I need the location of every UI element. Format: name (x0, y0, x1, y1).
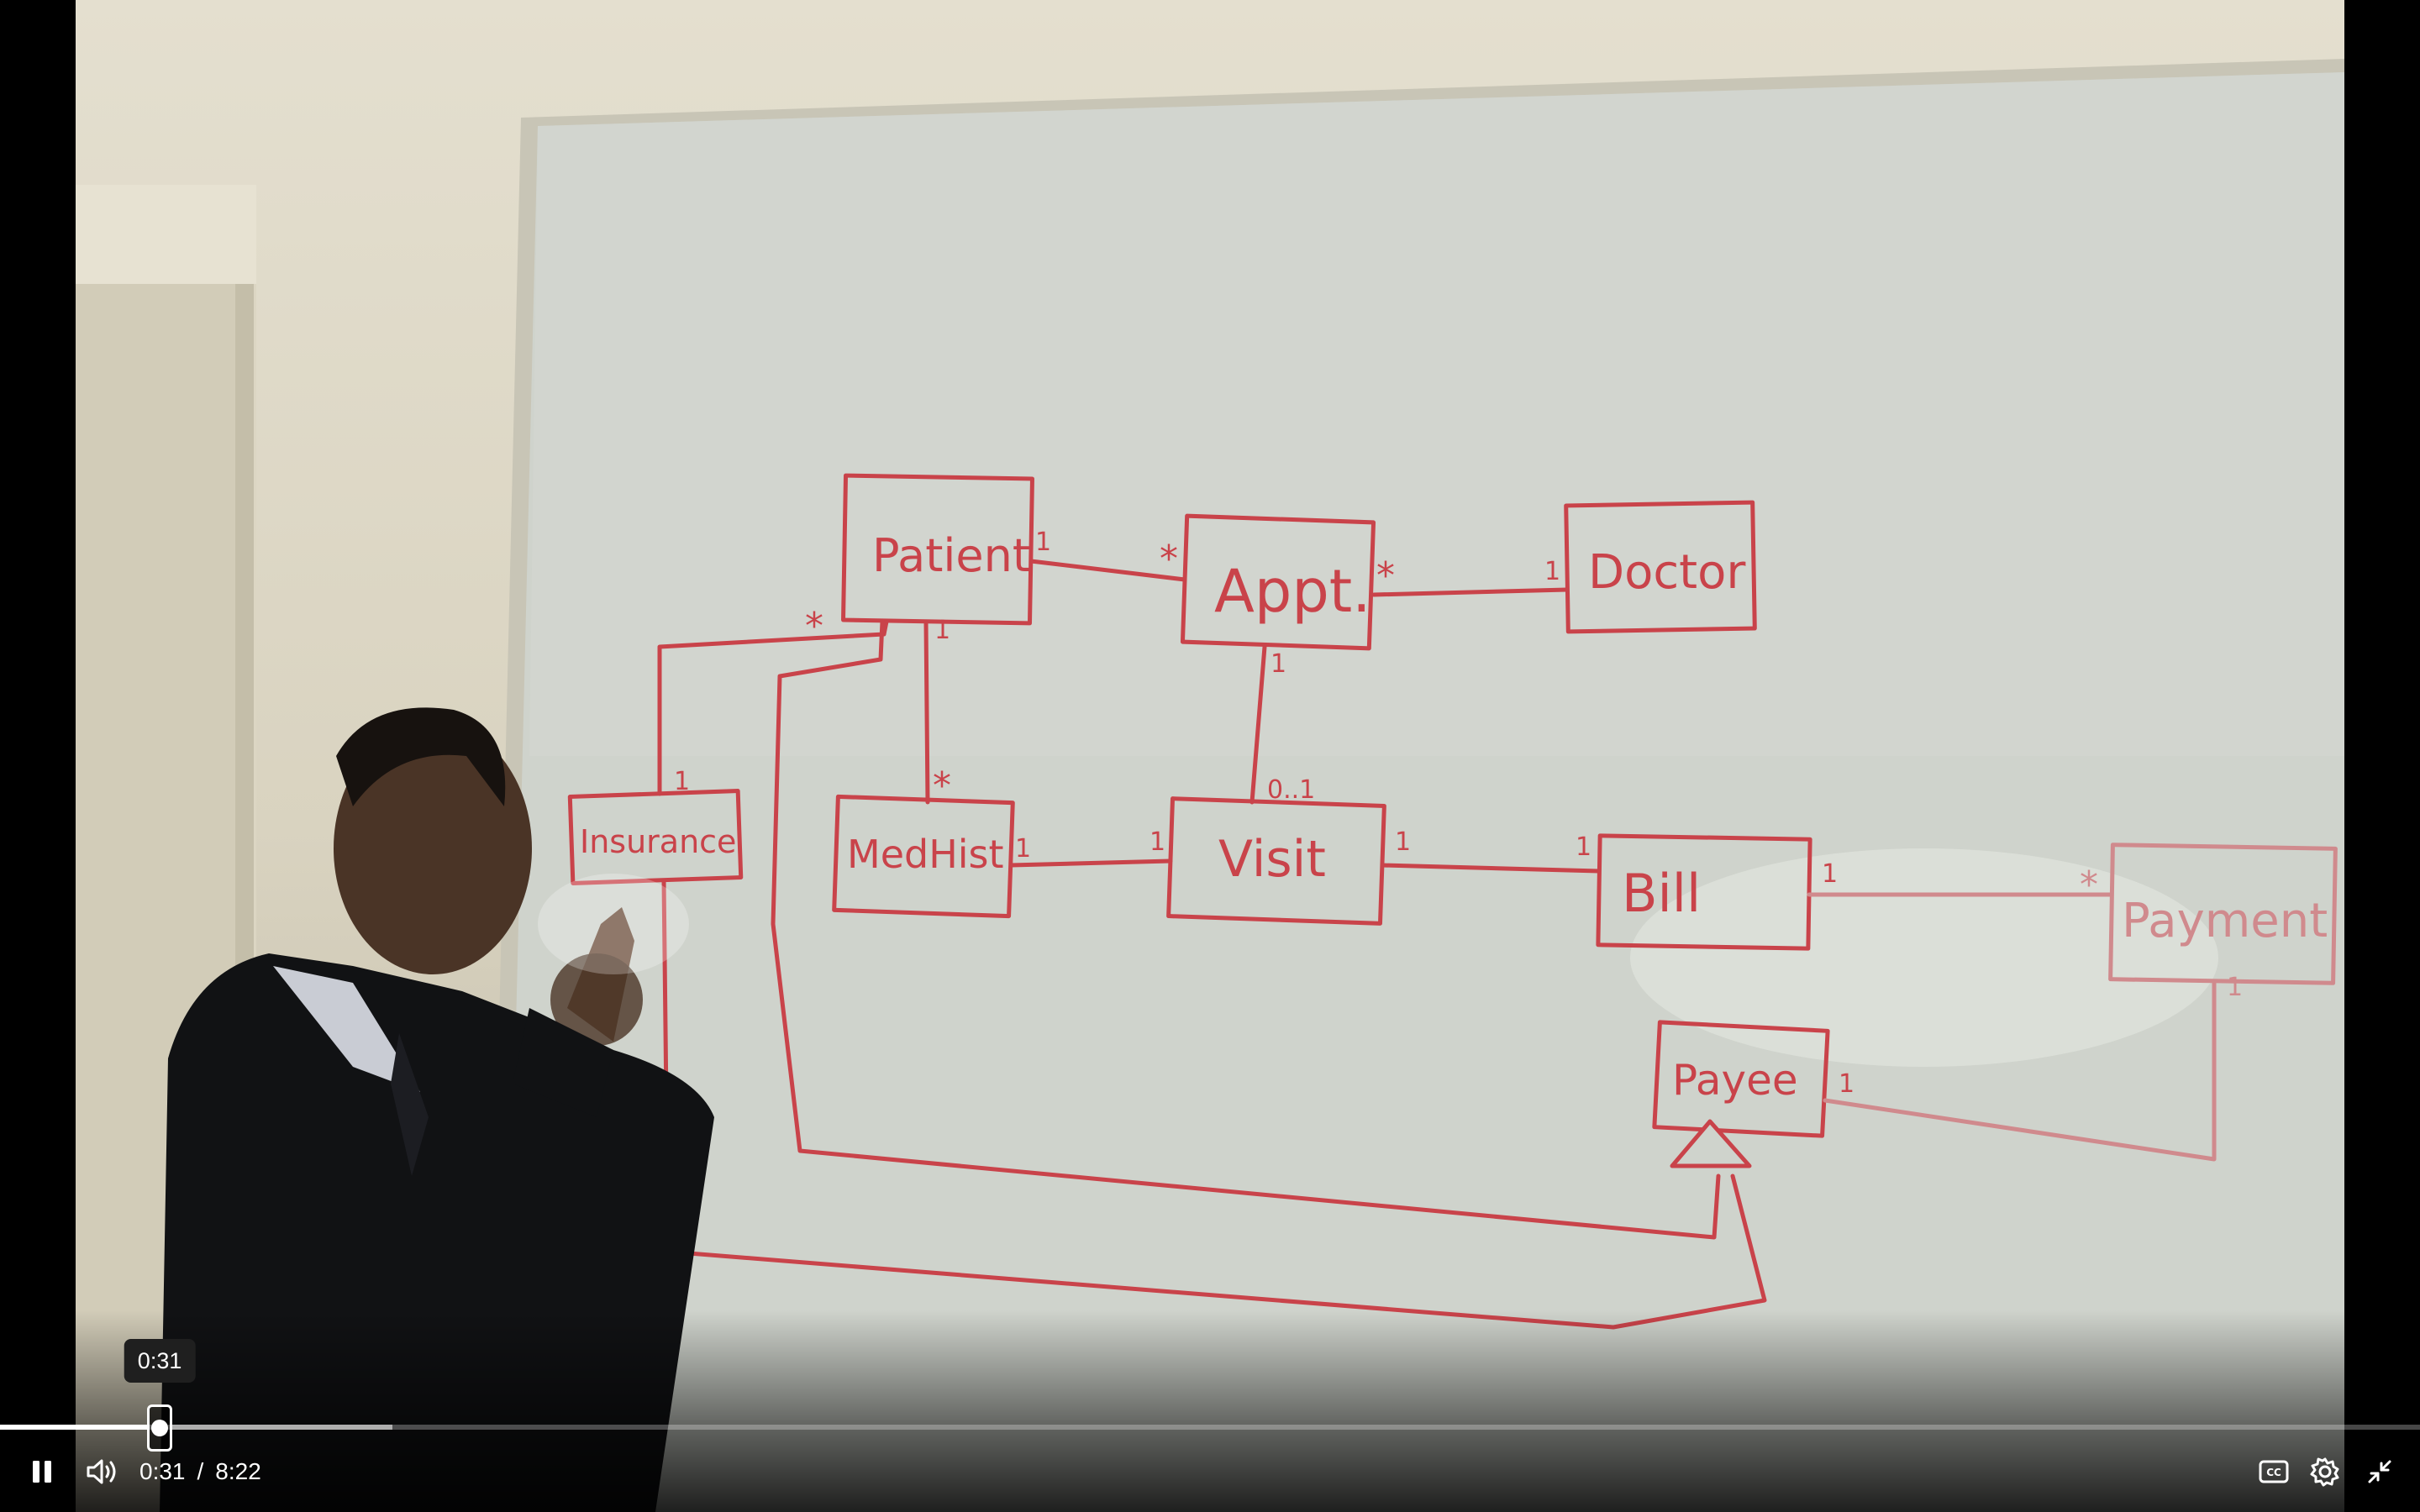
gear-icon (2310, 1457, 2339, 1487)
medhist-label: MedHist (847, 832, 1004, 877)
svg-text:CC: CC (2266, 1467, 2281, 1478)
payment-label: Payment (2122, 894, 2328, 948)
multiplicity-label: 1 (1035, 528, 1051, 557)
seek-preview-time: 0:31 (124, 1339, 196, 1383)
settings-button[interactable] (2300, 1446, 2350, 1497)
doctor-box (1564, 500, 1757, 634)
insurance-label: Insurance (580, 823, 736, 860)
time-display: 0:31 / 8:22 (139, 1455, 261, 1488)
video-frame[interactable]: Patient Appt. Doctor Insurance MedHist V… (76, 0, 2344, 1512)
time-separator: / (197, 1458, 204, 1484)
door-header (76, 185, 256, 284)
volume-button[interactable] (74, 1446, 131, 1497)
multiplicity-label: 1 (1839, 1069, 1854, 1099)
multiplicity-label: 1 (1270, 649, 1286, 679)
seek-handle[interactable] (147, 1404, 173, 1452)
volume-icon (87, 1459, 116, 1484)
multiplicity-label: * (805, 605, 823, 648)
visit-label: Visit (1218, 830, 1326, 889)
medhist-box (832, 794, 1015, 919)
bill-label: Bill (1622, 863, 1701, 924)
multiplicity-label: 1 (674, 767, 690, 796)
multiplicity-label: * (933, 764, 951, 807)
multiplicity-label: 1 (1544, 557, 1560, 586)
multiplicity-label: 1 (934, 616, 950, 645)
captions-button[interactable]: CC (2249, 1446, 2299, 1497)
controls-gradient (0, 1310, 2420, 1512)
appt-label: Appt. (1214, 557, 1370, 626)
current-time: 0:31 (139, 1458, 186, 1484)
multiplicity-label: 1 (1576, 832, 1591, 862)
exit-fullscreen-icon (2368, 1460, 2391, 1483)
patient-box (841, 473, 1034, 626)
diagram-labels: Patient Appt. Doctor Insurance MedHist V… (580, 528, 2328, 1105)
multiplicity-label: 1 (1822, 859, 1838, 889)
seek-bar[interactable] (0, 1425, 2420, 1430)
multiplicity-label: 1 (1150, 827, 1165, 857)
doctor-label: Doctor (1588, 545, 1746, 600)
multiplicity-label: * (2080, 864, 2098, 906)
duration: 8:22 (215, 1458, 261, 1484)
multiplicity-label: * (1376, 554, 1395, 597)
payee-label: Payee (1672, 1056, 1798, 1105)
played-progress (0, 1425, 160, 1430)
pause-icon (33, 1461, 51, 1483)
multiplicity-label: 0..1 (1267, 775, 1315, 805)
payee-box (1652, 1020, 1830, 1138)
multiplicity-label: 1 (1015, 834, 1031, 864)
multiplicity-label: 1 (2227, 973, 2243, 1002)
buffered-progress (0, 1425, 392, 1430)
pause-button[interactable] (17, 1446, 67, 1497)
multiplicity-label: * (1160, 538, 1178, 580)
lecture-video-scene: Patient Appt. Doctor Insurance MedHist V… (76, 59, 2344, 1512)
closed-captions-icon: CC (2259, 1460, 2289, 1483)
insurance-box (567, 789, 744, 885)
payment-box (2108, 843, 2338, 985)
patient-label: Patient (872, 529, 1030, 582)
exit-fullscreen-button[interactable] (2354, 1446, 2405, 1497)
multiplicity-label: 1 (1395, 827, 1411, 857)
seek-handle-dot (151, 1420, 169, 1436)
